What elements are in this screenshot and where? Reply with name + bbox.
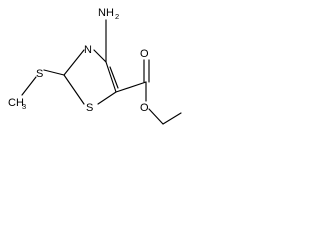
methyl-ch-text: CH xyxy=(8,97,24,109)
bond-ester-o-ch2 xyxy=(148,108,164,125)
amine-h-count-text: 2 xyxy=(115,12,119,21)
bond-c4-c5-double xyxy=(109,66,119,89)
amine-group-label: NH 2 xyxy=(98,7,119,21)
ring-nitrogen-label: N xyxy=(84,44,92,56)
bond-c5-carbonyl-c xyxy=(115,81,147,93)
ring-sulfur-label: S xyxy=(86,102,93,114)
bond-thioether-s-methyl xyxy=(21,76,37,96)
bond-c4-c5 xyxy=(105,61,117,93)
bond-ch2-ch3 xyxy=(162,112,182,125)
amine-nh-text: NH xyxy=(98,7,114,19)
bond-c5-s1 xyxy=(97,91,117,105)
bond-s1-c2 xyxy=(63,74,85,105)
thioether-sulfur-label: S xyxy=(36,68,43,80)
carbonyl-oxygen-label: O xyxy=(140,48,149,60)
molecule-structure-diagram: NH 2 N S S CH 3 O O xyxy=(8,7,182,125)
bond-n3-c4 xyxy=(93,49,107,63)
bond-c2-n3 xyxy=(63,49,85,76)
methyl-group-label: CH 3 xyxy=(8,97,26,111)
ester-oxygen-label: O xyxy=(140,102,149,114)
bond-c2-thioether-s xyxy=(43,69,65,76)
methyl-h-count-text: 3 xyxy=(22,102,26,111)
